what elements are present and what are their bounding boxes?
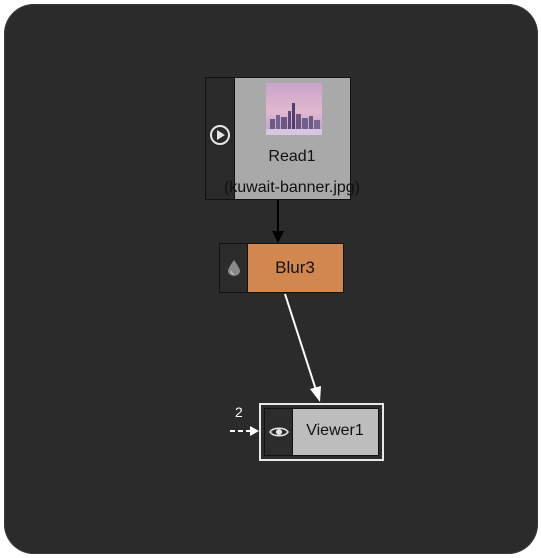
play-icon [210, 125, 230, 145]
viewer1-node-strip [265, 409, 293, 455]
read1-node[interactable]: Read1 (kuwait-banner.jpg) [205, 77, 360, 200]
viewer1-node-title: Viewer1 [306, 422, 364, 439]
read1-node-strip [206, 78, 235, 199]
viewer1-node-body: Viewer1 [264, 408, 379, 456]
eye-icon [269, 427, 289, 437]
viewer1-node[interactable]: Viewer1 [259, 403, 384, 461]
drop-icon [228, 260, 240, 276]
blur3-node[interactable]: Blur3 [219, 243, 344, 293]
blur3-node-strip [220, 244, 248, 292]
viewer-input-number: 2 [235, 404, 243, 420]
read1-node-filename: (kuwait-banner.jpg) [223, 179, 361, 196]
blur3-node-title: Blur3 [275, 258, 315, 277]
read1-thumbnail [266, 83, 322, 135]
read1-node-title: Read1 [268, 148, 316, 165]
